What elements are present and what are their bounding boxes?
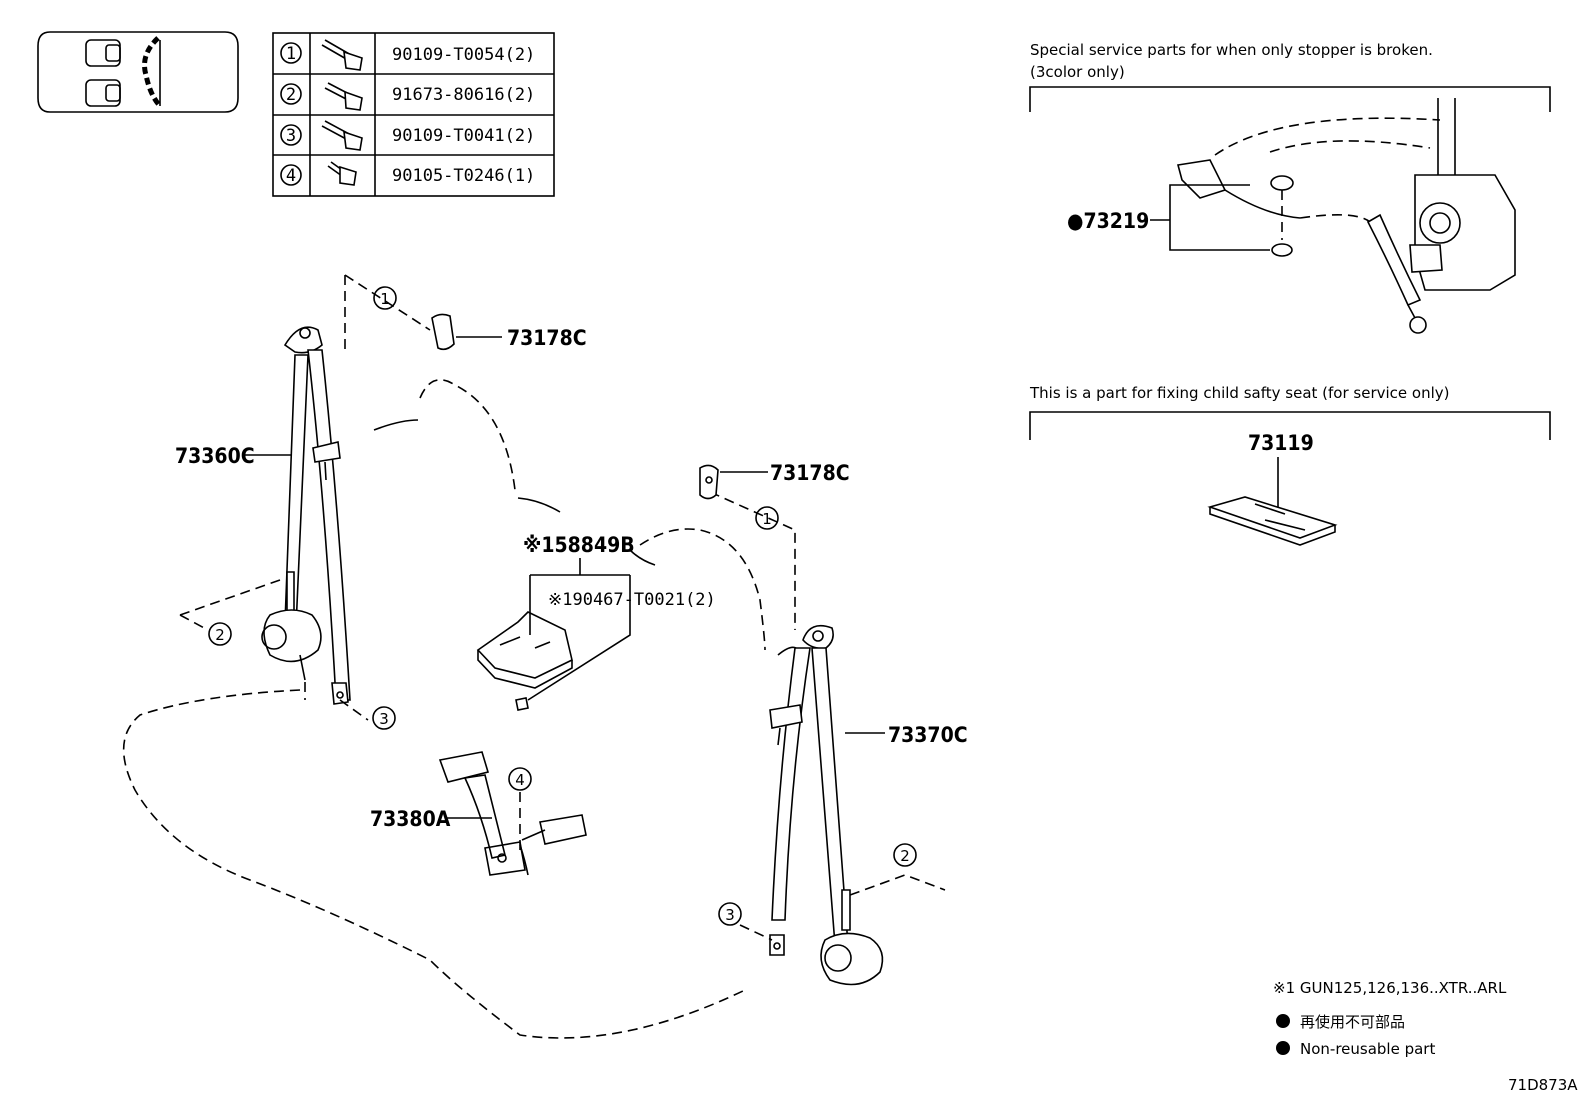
bolt-icon [321, 39, 363, 71]
callout-1-left: 1 [373, 286, 397, 310]
child-seat-anchor-plate [1207, 496, 1338, 546]
callout-1-right: 1 [755, 506, 779, 530]
label-73178c-top: 73178C [507, 326, 587, 350]
nonreusable-bullet-icon [1276, 1041, 1290, 1055]
bolt-row-4-num: 4 [286, 166, 296, 186]
legend-nonreusable-en: Non-reusable part [1300, 1040, 1435, 1058]
label-73219: ●73219 [1067, 209, 1149, 233]
bolt-row-4: 4 90105-T0246(1) [280, 161, 535, 186]
bolt-row-2-part: 91673-80616(2) [392, 85, 535, 105]
bolt-table: 1 90109-T0054(2) 2 91673-80616(2) 3 9010 [272, 32, 555, 197]
stopper-note-line2: (3color only) [1030, 63, 1125, 81]
bolt-icon [327, 161, 357, 186]
child-seat-anchor-section: This is a part for fixing child safty se… [1029, 384, 1551, 546]
bolt-row-1-num: 1 [286, 44, 296, 64]
bolt-row-1-part: 90109-T0054(2) [392, 45, 535, 65]
svg-text:4: 4 [515, 771, 525, 789]
bolt-row-1: 1 90109-T0054(2) [280, 39, 535, 71]
stopper-note-line1: Special service parts for when only stop… [1030, 41, 1433, 59]
seat-outline [122, 378, 766, 1039]
svg-text:2: 2 [215, 626, 225, 644]
nonreusable-bullet-icon [1276, 1014, 1290, 1028]
label-73370c: 73370C [888, 723, 968, 747]
bolt-row-4-part: 90105-T0246(1) [392, 166, 535, 186]
label-90467: ※190467-T0021(2) [548, 590, 716, 610]
right-seat-belt-assembly [769, 624, 884, 986]
bolt-row-3-part: 90109-T0041(2) [392, 126, 535, 146]
label-73360c: 73360C [175, 444, 255, 468]
label-73178c-right: 73178C [770, 461, 850, 485]
legend-footnote: ※1 GUN125,126,136..XTR..ARL [1273, 979, 1507, 997]
callout-2-left: 2 [208, 622, 232, 646]
bolt-icon [321, 120, 363, 151]
cover-73178c-right: 73178C [699, 461, 850, 500]
bolt-icon [324, 82, 363, 111]
callout-4: 4 [508, 767, 532, 791]
bolt-row-2: 2 91673-80616(2) [280, 82, 535, 111]
cover-73178c-top: 73178C [431, 313, 587, 351]
svg-text:1: 1 [762, 510, 772, 528]
callout-3-right: 3 [718, 902, 742, 926]
child-seat-note: This is a part for fixing child safty se… [1029, 384, 1449, 402]
legend: ※1 GUN125,126,136..XTR..ARL 再使用不可部品 Non-… [1273, 979, 1507, 1058]
svg-text:3: 3 [379, 710, 389, 728]
center-buckle-73380a [438, 751, 587, 876]
label-58849b: ※158849B [523, 533, 635, 557]
svg-text:1: 1 [380, 290, 390, 308]
bolt-row-3-num: 3 [286, 126, 296, 146]
figure-code: 71D873A [1508, 1076, 1578, 1094]
stopper-retractor-illustration [1176, 98, 1516, 334]
left-seat-belt-assembly [261, 326, 351, 705]
svg-text:2: 2 [900, 847, 910, 865]
callout-3-left: 3 [372, 706, 396, 730]
label-73380a: 73380A [370, 807, 451, 831]
svg-text:3: 3 [725, 906, 735, 924]
label-73119: 73119 [1248, 431, 1314, 455]
bolt-row-3: 3 90109-T0041(2) [280, 120, 535, 151]
vehicle-locator-icon [37, 31, 239, 113]
stopper-section: Special service parts for when only stop… [1029, 41, 1551, 334]
callout-2-right: 2 [893, 843, 917, 867]
bolt-row-2-num: 2 [286, 85, 296, 105]
center-hook-58849b [476, 611, 573, 711]
legend-nonreusable-jp: 再使用不可部品 [1300, 1013, 1405, 1031]
